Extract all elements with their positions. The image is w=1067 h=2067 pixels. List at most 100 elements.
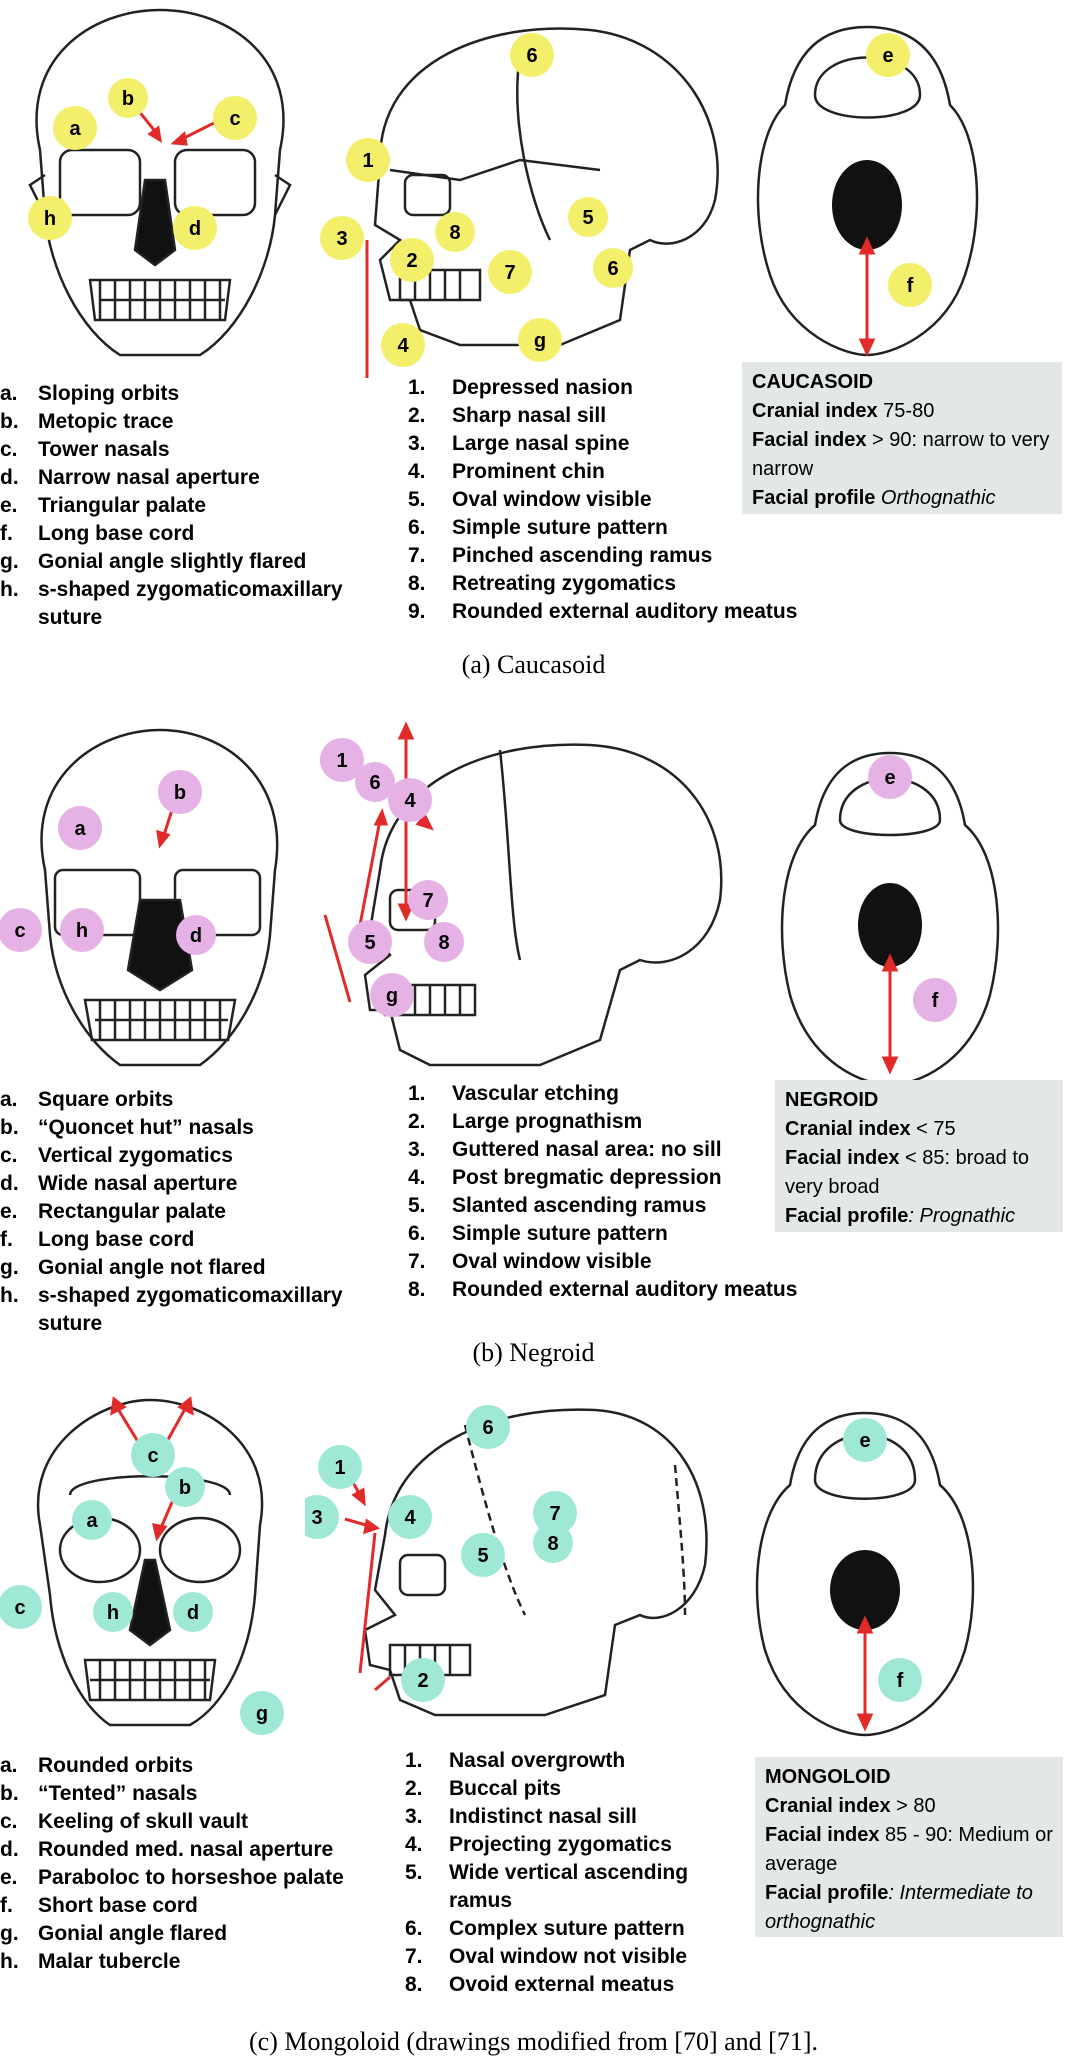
list-item: 2.Buccal pits: [405, 1777, 562, 1800]
marker: [131, 1433, 175, 1477]
list-item: 1.Vascular etching: [408, 1082, 619, 1105]
marker-label: 6: [482, 1417, 493, 1439]
marker: [318, 1445, 362, 1489]
marker: [388, 1495, 432, 1539]
marker-label: c: [229, 108, 240, 130]
side-skull-drawing: 6 1 3 8 5 2 7 6 4 g: [320, 0, 730, 385]
marker: [488, 250, 532, 294]
list-item: a.Sloping orbits: [0, 382, 180, 405]
marker-label: b: [122, 88, 134, 110]
list-item: b.“Quoncet hut” nasals: [0, 1116, 254, 1139]
list-item: g.Gonial angle slightly flared: [0, 550, 307, 573]
list-item: 6.Complex suture pattern: [405, 1917, 685, 1940]
marker: [390, 238, 434, 282]
list-item: e.Paraboloc to horseshoe palate: [0, 1866, 344, 1889]
list-item: f.Long base cord: [0, 1228, 195, 1251]
marker: [510, 33, 554, 77]
marker-label: g: [256, 1703, 268, 1725]
list-item: 5.Wide vertical ascending ramus: [405, 1861, 689, 1912]
marker: [320, 216, 364, 260]
marker-label: a: [69, 118, 81, 140]
marker: [568, 197, 608, 237]
list-item: 2.Sharp nasal sill: [408, 404, 607, 427]
marker: [53, 106, 97, 150]
list-item: a.Square orbits: [0, 1088, 174, 1111]
marker: [461, 1533, 505, 1577]
list-item: c.Keeling of skull vault: [0, 1810, 249, 1833]
list-item: f.Short base cord: [0, 1894, 198, 1917]
list-item: e.Triangular palate: [0, 494, 207, 517]
marker-label: 5: [364, 932, 375, 954]
marker: [533, 1523, 573, 1563]
box-title: MONGOLOID: [765, 1766, 891, 1788]
marker-label: e: [859, 1430, 870, 1452]
list-item: b.“Tented” nasals: [0, 1782, 198, 1805]
skull-base-drawing: e f: [745, 15, 990, 360]
number-traits-list: 1.Vascular etching 2.Large prognathism 3…: [408, 1080, 868, 1304]
marker: [533, 1491, 577, 1535]
number-traits-list: 1.Depressed nasion 2.Sharp nasal sill 3.…: [408, 374, 868, 626]
index-summary-box: NEGROID Cranial index < 75 Facial index …: [775, 1080, 1063, 1232]
skull-base-drawing: e f: [740, 1405, 990, 1740]
list-item: 4.Prominent chin: [408, 460, 605, 483]
list-item: b.Metopic trace: [0, 410, 174, 433]
marker: [0, 1585, 42, 1629]
marker: [0, 908, 42, 952]
marker: [305, 1495, 339, 1539]
skull-base-drawing: e f: [765, 745, 1015, 1090]
list-item: 7.Oval window not visible: [405, 1945, 688, 1968]
marker: [173, 1592, 213, 1632]
list-item: d.Narrow nasal aperture: [0, 466, 260, 489]
list-item: g.Gonial angle flared: [0, 1922, 228, 1945]
marker-label: e: [884, 767, 895, 789]
marker: [401, 1658, 445, 1702]
marker-label: 3: [311, 1507, 322, 1529]
marker: [388, 778, 432, 822]
marker-label: g: [534, 330, 546, 352]
marker: [28, 196, 72, 240]
list-item: 1.Nasal overgrowth: [405, 1749, 626, 1772]
marker: [60, 908, 104, 952]
marker: [408, 880, 448, 920]
marker: [348, 920, 392, 964]
list-item: 4.Post bregmatic depression: [408, 1166, 722, 1189]
marker: [158, 770, 202, 814]
list-item: g.Gonial angle not flared: [0, 1256, 266, 1279]
marker-label: a: [86, 1510, 98, 1532]
marker-label: c: [14, 920, 25, 942]
list-item: e.Rectangular palate: [0, 1200, 226, 1223]
marker-label: f: [897, 1670, 904, 1692]
list-item: 3.Indistinct nasal sill: [405, 1805, 637, 1828]
marker-label: 4: [397, 335, 409, 357]
list-item: 7.Pinched ascending ramus: [408, 544, 713, 567]
marker: [435, 212, 475, 252]
panel-negroid: b a c h d: [0, 700, 1067, 1380]
list-item: c.Tower nasals: [0, 438, 170, 461]
marker-label: b: [179, 1477, 191, 1499]
list-item: a.Rounded orbits: [0, 1754, 194, 1777]
letter-traits-list: a.Rounded orbits b.“Tented” nasals c.Kee…: [0, 1752, 410, 1976]
marker: [320, 738, 364, 782]
index-summary-box: MONGOLOID Cranial index > 80 Facial inde…: [755, 1757, 1063, 1937]
marker: [346, 138, 390, 182]
marker-label: 1: [362, 150, 373, 172]
marker: [58, 806, 102, 850]
list-item: 8.Retreating zygomatics: [408, 572, 677, 595]
list-item: h.s-shaped zygomaticomaxillary suture: [0, 1284, 343, 1335]
list-item: d.Rounded med. nasal aperture: [0, 1838, 334, 1861]
marker: [370, 973, 414, 1017]
list-item: 5.Slanted ascending ramus: [408, 1194, 707, 1217]
marker-label: c: [147, 1445, 158, 1467]
marker: [913, 978, 957, 1022]
list-item: c.Vertical zygomatics: [0, 1144, 233, 1167]
marker-label: 6: [369, 772, 380, 794]
marker-label: 8: [449, 222, 460, 244]
marker-label: 7: [422, 890, 433, 912]
marker: [240, 1691, 284, 1735]
list-item: 3.Large nasal spine: [408, 432, 630, 455]
marker: [173, 206, 217, 250]
marker-label: 8: [438, 932, 449, 954]
marker: [176, 915, 216, 955]
side-skull-drawing: 6 1 3 4 7 8 5 2: [305, 1395, 715, 1745]
side-skull-drawing: 1 6 4 3 7 5 8 2 g: [310, 720, 730, 1105]
